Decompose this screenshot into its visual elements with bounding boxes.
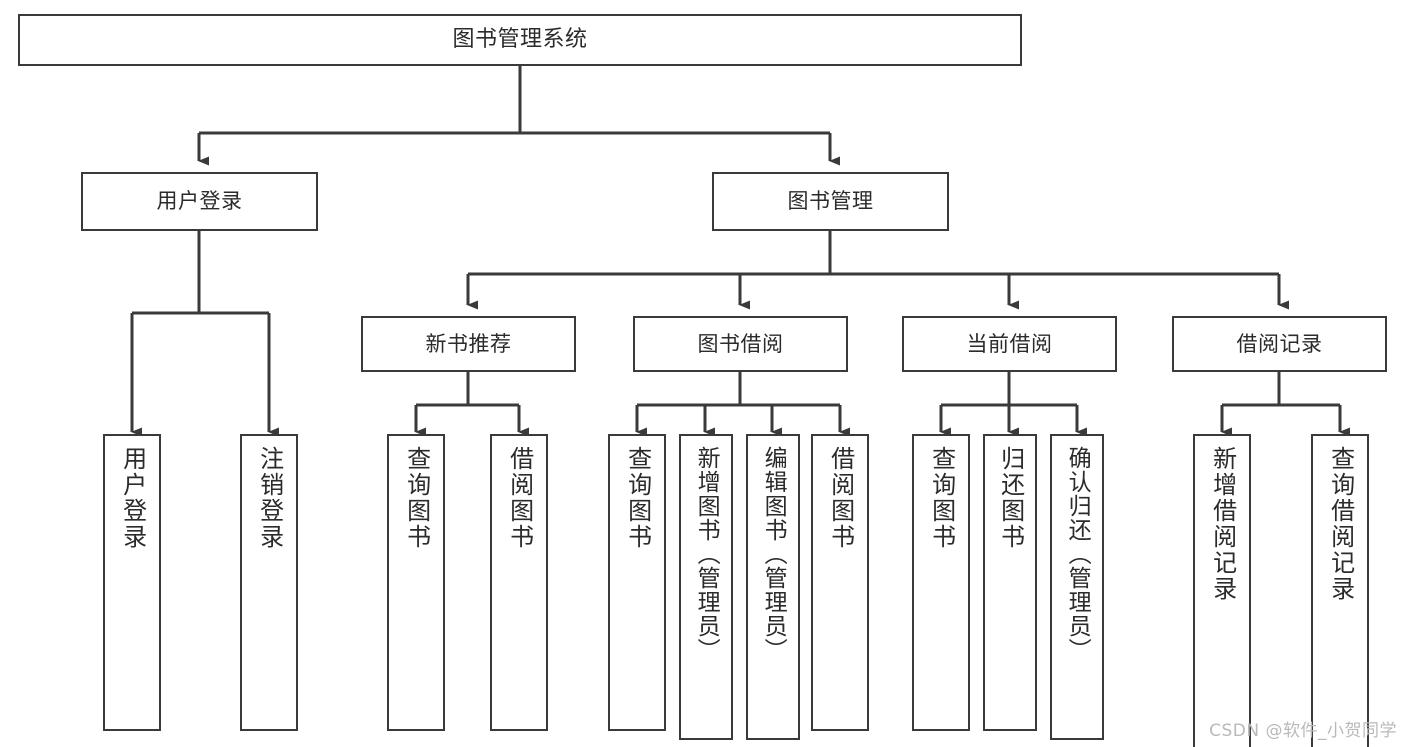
node-leaf-query-book-1[interactable]: 查询图书 xyxy=(387,434,445,731)
node-borrow-record[interactable]: 借阅记录 xyxy=(1172,316,1387,372)
csdn-watermark: CSDN @软件_小贺同学 xyxy=(1209,721,1397,741)
node-user-login-label: 用户登录 xyxy=(156,189,243,214)
node-leaf-user-login-label: 用户登录 xyxy=(118,446,147,550)
node-leaf-borrow-book-2[interactable]: 借阅图书 xyxy=(811,434,869,731)
node-current-borrow-label: 当前借阅 xyxy=(966,331,1053,356)
node-root-label: 图书管理系统 xyxy=(452,27,588,53)
node-book-management-label: 图书管理 xyxy=(787,189,874,214)
node-new-book-recommend-label: 新书推荐 xyxy=(425,331,512,356)
node-book-borrow[interactable]: 图书借阅 xyxy=(633,316,848,372)
node-book-management[interactable]: 图书管理 xyxy=(712,172,949,231)
node-leaf-query-book-1-label: 查询图书 xyxy=(402,446,431,550)
node-leaf-user-login[interactable]: 用户登录 xyxy=(103,434,161,731)
node-leaf-confirm-return-label: 确认归还（管理员） xyxy=(1064,446,1091,662)
node-current-borrow[interactable]: 当前借阅 xyxy=(902,316,1117,372)
node-borrow-record-label: 借阅记录 xyxy=(1236,331,1323,356)
node-leaf-query-book-3-label: 查询图书 xyxy=(927,446,956,550)
node-leaf-query-book-2-label: 查询图书 xyxy=(623,446,652,550)
node-leaf-logout[interactable]: 注销登录 xyxy=(240,434,298,731)
node-leaf-borrow-book-2-label: 借阅图书 xyxy=(826,446,855,550)
node-leaf-confirm-return[interactable]: 确认归还（管理员） xyxy=(1050,434,1104,740)
node-leaf-logout-label: 注销登录 xyxy=(255,446,284,550)
node-leaf-add-record[interactable]: 新增借阅记录 xyxy=(1193,434,1251,747)
node-book-borrow-label: 图书借阅 xyxy=(697,331,784,356)
node-leaf-return-book-label: 归还图书 xyxy=(996,446,1025,550)
node-leaf-return-book[interactable]: 归还图书 xyxy=(983,434,1037,731)
node-new-book-recommend[interactable]: 新书推荐 xyxy=(361,316,576,372)
node-user-login[interactable]: 用户登录 xyxy=(81,172,318,231)
node-leaf-add-book-label: 新增图书（管理员） xyxy=(693,446,720,662)
node-leaf-edit-book[interactable]: 编辑图书（管理员） xyxy=(746,434,800,740)
node-leaf-query-record[interactable]: 查询借阅记录 xyxy=(1311,434,1369,747)
node-leaf-query-book-2[interactable]: 查询图书 xyxy=(608,434,666,731)
node-leaf-query-record-label: 查询借阅记录 xyxy=(1326,446,1355,602)
node-leaf-add-book[interactable]: 新增图书（管理员） xyxy=(679,434,733,740)
node-leaf-borrow-book-1-label: 借阅图书 xyxy=(505,446,534,550)
node-root[interactable]: 图书管理系统 xyxy=(18,14,1022,66)
node-leaf-add-record-label: 新增借阅记录 xyxy=(1208,446,1237,602)
node-leaf-edit-book-label: 编辑图书（管理员） xyxy=(760,446,787,662)
node-leaf-borrow-book-1[interactable]: 借阅图书 xyxy=(490,434,548,731)
node-leaf-query-book-3[interactable]: 查询图书 xyxy=(912,434,970,731)
